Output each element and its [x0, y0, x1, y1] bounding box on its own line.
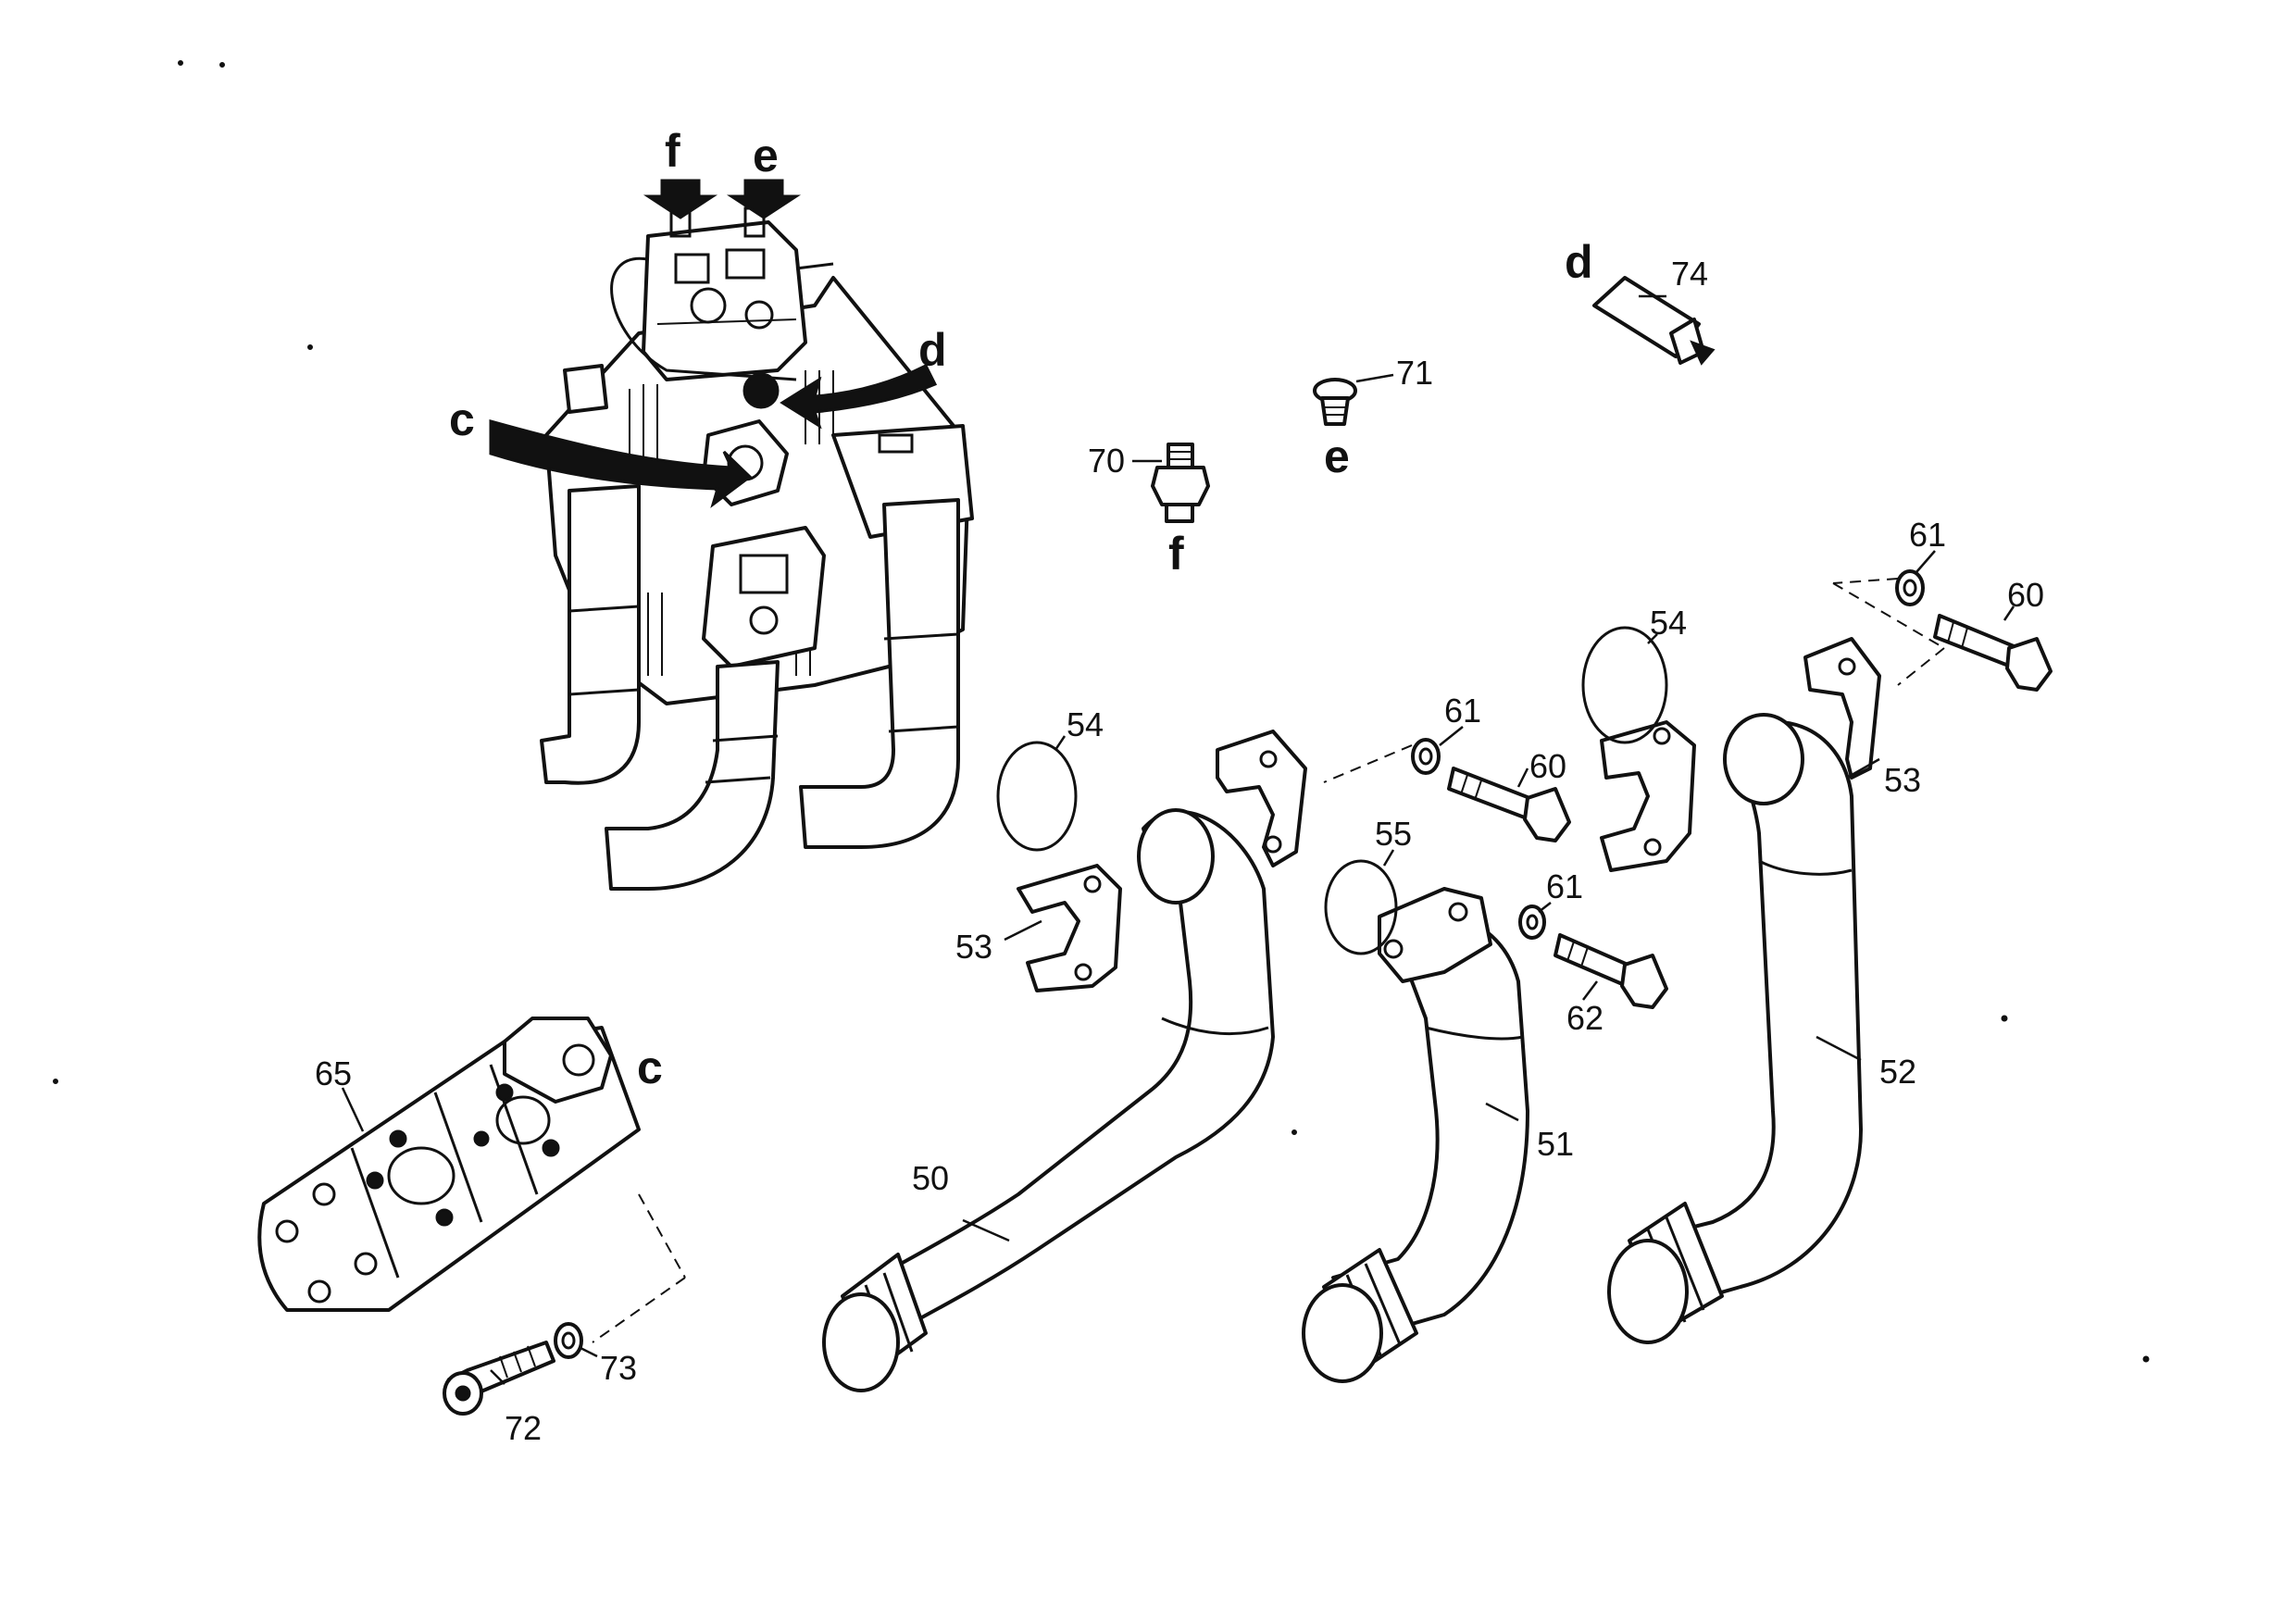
part-number-61-middle: 61 [1444, 692, 1481, 730]
washer-73 [554, 1322, 583, 1359]
part-number-60-middle: 60 [1529, 747, 1566, 785]
screw-72 [443, 1341, 555, 1416]
washer-61-middle [1411, 738, 1441, 775]
plug-71 [1313, 378, 1357, 426]
part-letter-c: c [637, 1042, 663, 1093]
part-number-61-right: 61 [1909, 516, 1946, 554]
engine-assembly [489, 179, 974, 891]
part-number-52: 52 [1879, 1053, 1916, 1091]
flange-clamp-53-upper [1216, 730, 1307, 867]
washer-61-lower [1518, 905, 1546, 940]
arrow-c-icon [489, 419, 753, 508]
part-number-73: 73 [600, 1349, 637, 1387]
hydraulic-pump-65 [257, 1017, 686, 1343]
arrow-d-icon [780, 363, 938, 430]
bolt-60-right [1933, 614, 2053, 692]
part-number-53-left: 53 [955, 928, 992, 966]
part-number-65: 65 [315, 1054, 352, 1092]
arrow-f-down-icon [643, 179, 718, 219]
flange-clamp-53-left [1017, 864, 1122, 992]
fitting-70 [1151, 443, 1210, 523]
part-letter-d: d [1565, 236, 1593, 288]
sensor-74 [1592, 276, 1716, 366]
flange-clamp-mid [1600, 720, 1696, 872]
flange-clamp-53-right [1803, 637, 1881, 780]
leader-lines [341, 294, 2015, 1385]
part-number-74: 74 [1671, 255, 1708, 293]
assembly-label-e: e [753, 130, 779, 181]
part-number-53-right: 53 [1884, 761, 1921, 799]
part-number-51: 51 [1537, 1125, 1574, 1163]
hose-51 [1302, 887, 1529, 1383]
part-number-72: 72 [505, 1409, 542, 1447]
o-ring-54-right [1581, 626, 1668, 744]
part-letter-f: f [1168, 528, 1184, 580]
arrow-e-down-icon [726, 179, 802, 219]
bolt-60-middle [1447, 767, 1571, 842]
hose-50 [822, 808, 1275, 1392]
assembly-label-d: d [918, 324, 947, 376]
part-letter-e: e [1324, 430, 1350, 482]
alignment-dash [1832, 582, 1945, 649]
part-number-55: 55 [1375, 815, 1412, 853]
alignment-dash [1323, 744, 1413, 783]
washer-61-right [1895, 569, 1925, 606]
o-ring-55 [1324, 859, 1398, 955]
part-number-71: 71 [1396, 354, 1433, 392]
assembly-label-f: f [665, 125, 680, 177]
bolt-62 [1554, 933, 1668, 1009]
part-number-60-right: 60 [2007, 576, 2044, 614]
part-number-61-lower: 61 [1546, 867, 1583, 905]
o-ring-54-left [996, 741, 1078, 852]
alignment-dash [1897, 647, 1945, 686]
part-number-50: 50 [912, 1159, 949, 1197]
part-number-62: 62 [1566, 999, 1603, 1037]
assembly-label-c: c [449, 393, 475, 445]
alignment-dash [1832, 578, 1899, 584]
hose-52 [1607, 713, 1863, 1344]
part-number-54-left: 54 [1067, 705, 1104, 743]
part-number-70: 70 [1088, 442, 1125, 480]
part-number-54-right: 54 [1650, 604, 1687, 642]
